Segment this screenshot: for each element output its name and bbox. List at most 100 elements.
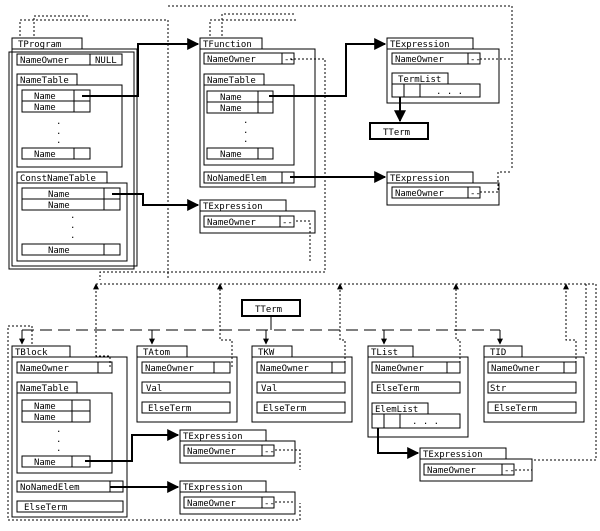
tfunction-nonamedelem: NoNamedElem xyxy=(207,174,267,184)
tprogram-box: TProgram NameOwner NULL NameTable Name N… xyxy=(8,37,138,270)
texpression-box-4: TExpression NameOwner -- xyxy=(179,429,296,464)
tblock-elseterm: ElseTerm xyxy=(24,503,67,513)
tprogram-nameowner: NameOwner xyxy=(20,56,69,66)
tfunction-dot-2: . xyxy=(243,126,248,136)
dotted-tkw-up xyxy=(337,283,346,367)
tfunction-name-1: Name xyxy=(220,93,242,103)
dotted-top-left xyxy=(19,19,169,280)
tkw-elseterm: ElseTerm xyxy=(263,404,306,414)
texpression-6-title: TExpression xyxy=(423,450,483,460)
tblock-nametable-label: NameTable xyxy=(20,384,69,394)
dotted-texpr4-owner xyxy=(275,449,301,470)
tterm-box-mid: TTerm xyxy=(241,299,301,317)
tlist-nameowner: NameOwner xyxy=(375,364,424,374)
tid-elseterm: ElseTerm xyxy=(494,404,537,414)
tlist-elseterm: ElseTerm xyxy=(376,384,419,394)
texpression-1-title: TExpression xyxy=(390,40,450,50)
texpression-3-ptr: -- xyxy=(282,218,293,228)
texpression-box-6: TExpression NameOwner -- xyxy=(419,447,533,482)
texpression-1-termlist-label: TermList xyxy=(398,75,441,85)
tfunction-box: TFunction NameOwner -- NameTable Name Na… xyxy=(199,37,316,188)
tatom-elseterm: ElseTerm xyxy=(148,404,191,414)
dotted-tfunction-in-2 xyxy=(221,13,296,36)
tatom-title: TAtom xyxy=(143,348,170,358)
texpression-1-nameowner: NameOwner xyxy=(395,55,444,65)
tatom-val: Val xyxy=(146,384,162,394)
tid-box: TID NameOwner Str ElseTerm xyxy=(483,345,585,423)
tblock-name-1: Name xyxy=(34,402,56,412)
tatom-box: TAtom NameOwner Val ElseTerm xyxy=(136,345,238,423)
texpression-box-1: TExpression NameOwner -- TermList . . . xyxy=(386,37,500,104)
texpression-5-title: TExpression xyxy=(183,483,243,493)
texpression-2-ptr: -- xyxy=(470,189,481,199)
tfunction-dot-3: . xyxy=(243,135,248,145)
tprogram-const-name-2: Name xyxy=(48,201,70,211)
tterm-mid-title: TTerm xyxy=(255,305,282,315)
dashed-bus xyxy=(19,316,503,345)
dotted-top-left-2 xyxy=(33,15,90,36)
texpression-3-nameowner: NameOwner xyxy=(207,218,256,228)
arrow-elemlist-texpression-6 xyxy=(377,428,420,459)
texpression-2-nameowner: NameOwner xyxy=(395,189,444,199)
tfunction-nameowner: NameOwner xyxy=(207,55,256,65)
tblock-nameowner: NameOwner xyxy=(20,364,69,374)
tblock-name-3: Name xyxy=(34,458,56,468)
dotted-tatom-up xyxy=(217,283,233,367)
tprogram-const-dot-2: . xyxy=(70,221,75,231)
dotted-tblock-up xyxy=(93,283,111,367)
tfunction-ptr: -- xyxy=(284,55,295,65)
arrow-tblock-texpression-4 xyxy=(85,429,180,462)
tlist-elemlist-label: ElemList xyxy=(375,405,418,415)
tterm-top-title: TTerm xyxy=(383,128,410,138)
tprogram-dot-2: . xyxy=(56,127,61,137)
texpression-box-3: TExpression NameOwner -- xyxy=(199,199,316,234)
tblock-name-2: Name xyxy=(34,413,56,423)
tprogram-const-name-1: Name xyxy=(48,190,70,200)
texpression-4-title: TExpression xyxy=(183,432,243,442)
arrow-const-texpression xyxy=(112,193,200,211)
tkw-title: TKW xyxy=(258,348,275,358)
texpression-3-title: TExpression xyxy=(203,202,263,212)
tfunction-title: TFunction xyxy=(203,40,252,50)
tprogram-constnametable-label: ConstNameTable xyxy=(20,174,96,184)
tprogram-const-dot-3: . xyxy=(70,231,75,241)
tatom-nameowner: NameOwner xyxy=(145,364,194,374)
dotted-owner-links xyxy=(7,5,597,521)
tprogram-title: TProgram xyxy=(18,40,61,50)
tprogram-name-2: Name xyxy=(34,103,56,113)
dotted-texpr2-owner xyxy=(480,171,512,193)
dotted-tfunction-owner xyxy=(99,58,326,280)
dotted-texpr3-owner xyxy=(296,220,311,262)
texpression-1-termlist-dots: . . . xyxy=(436,87,463,97)
tblock-nonamedelem: NoNamedElem xyxy=(20,483,80,493)
dotted-top-frame xyxy=(168,5,513,170)
texpression-6-nameowner: NameOwner xyxy=(427,466,476,476)
arrow-tfunction-texpression xyxy=(269,38,387,97)
texpression-5-nameowner: NameOwner xyxy=(187,499,236,509)
texpression-4-ptr: -- xyxy=(264,447,275,457)
tid-nameowner: NameOwner xyxy=(491,364,540,374)
tkw-val: Val xyxy=(261,384,277,394)
tfunction-name-2: Name xyxy=(220,104,242,114)
tkw-nameowner: NameOwner xyxy=(260,364,309,374)
tid-title: TID xyxy=(490,348,506,358)
dotted-tlist-up xyxy=(453,283,461,367)
tprogram-name-3: Name xyxy=(34,150,56,160)
tprogram-const-name-3: Name xyxy=(48,246,70,256)
tprogram-nametable-label: NameTable xyxy=(20,76,69,86)
tfunction-nametable-label: NameTable xyxy=(207,76,256,86)
tkw-box: TKW NameOwner Val ElseTerm xyxy=(251,345,353,423)
tprogram-dot-3: . xyxy=(56,136,61,146)
texpression-1-ptr: -- xyxy=(470,55,481,65)
tterm-box-top: TTerm xyxy=(369,122,429,140)
texpression-5-ptr: -- xyxy=(264,499,275,509)
tprogram-null: NULL xyxy=(95,56,117,66)
dotted-right-edge xyxy=(532,284,597,461)
tfunction-name-3: Name xyxy=(220,150,242,160)
texpression-box-2: TExpression NameOwner -- xyxy=(386,171,500,206)
dotted-tfunction-in xyxy=(209,19,296,36)
tprogram-dot-1: . xyxy=(56,117,61,127)
tblock-dot-3: . xyxy=(56,444,61,454)
tblock-title: TBlock xyxy=(15,348,48,358)
